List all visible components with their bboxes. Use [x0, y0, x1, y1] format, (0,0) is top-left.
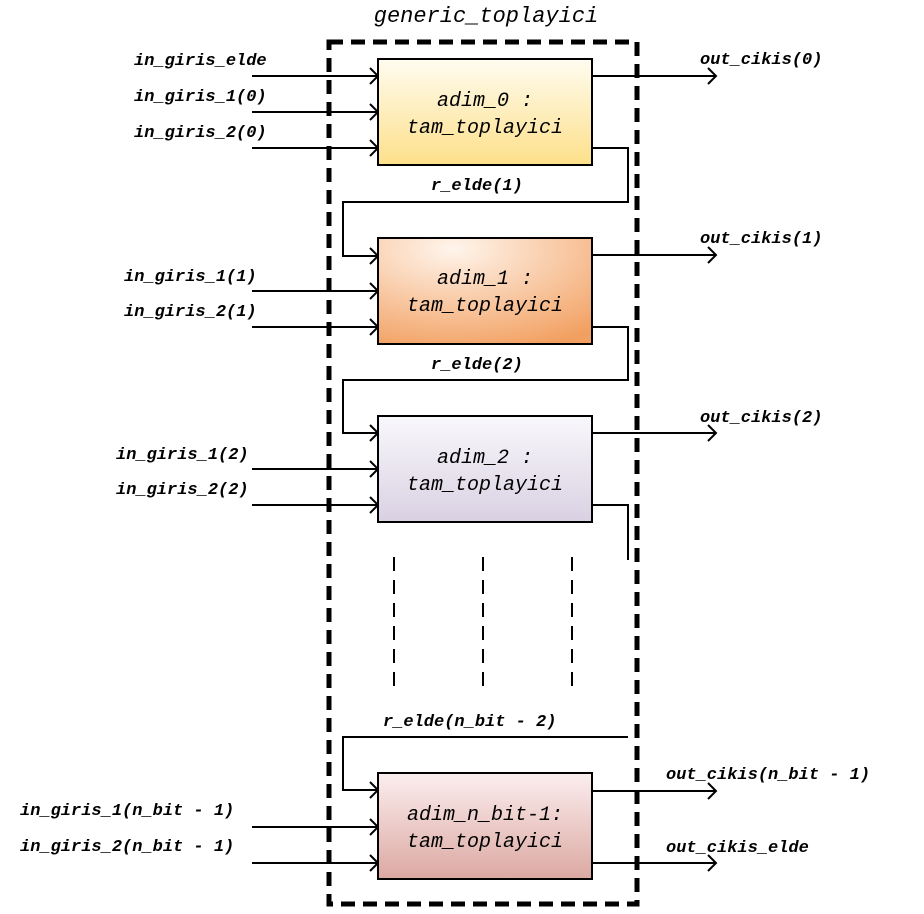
stage-1-instance: adim_1 : [437, 268, 533, 291]
input-label: in_giris_1(n_bit - 1) [20, 802, 234, 821]
output-label: out_cikis_elde [666, 839, 809, 858]
input-label: in_giris_1(1) [124, 268, 257, 287]
output-label: out_cikis(1) [700, 230, 822, 249]
output-label: out_cikis(2) [700, 409, 822, 428]
input-label: in_giris_1(2) [116, 446, 249, 465]
input-label: in_giris_2(1) [124, 303, 257, 322]
arrow-out-icon [707, 67, 718, 85]
stage-0-group: in_giris_elde in_giris_1(0) in_giris_2(0… [134, 51, 822, 166]
carry-wire-2 [342, 326, 629, 434]
arrow-out-icon [707, 246, 718, 264]
input-label: in_giris_2(0) [134, 124, 267, 143]
arrow-out-icon [707, 782, 718, 800]
carry-wire-3-start [592, 504, 629, 560]
stage-1-component: tam_toplayici [407, 295, 563, 318]
output-label: out_cikis(0) [700, 51, 822, 70]
stage-last-block [377, 772, 593, 880]
stage-0-block [377, 58, 593, 166]
input-label: in_giris_2(n_bit - 1) [20, 838, 234, 857]
stage-1-group: in_giris_1(1) in_giris_2(1) adim_1 : tam… [124, 230, 822, 345]
stage-2-block [377, 415, 593, 523]
carry-wire-n [342, 736, 628, 791]
stage-last-component: tam_toplayici [407, 831, 563, 854]
diagram-title: generic_toplayici [374, 4, 598, 29]
carry-wire-1 [342, 147, 629, 257]
input-label: in_giris_2(2) [116, 481, 249, 500]
stage-1-block [377, 237, 593, 345]
input-label: in_giris_1(0) [134, 88, 267, 107]
input-label: in_giris_elde [134, 52, 267, 71]
entity-boundary [326, 39, 640, 907]
stage-2-component: tam_toplayici [407, 474, 563, 497]
stage-2-instance: adim_2 : [437, 447, 533, 470]
carry-label: r_elde(n_bit - 2) [383, 713, 556, 732]
stage-last-instance: adim_n_bit-1: [407, 804, 563, 827]
output-label: out_cikis(n_bit - 1) [666, 766, 870, 785]
arrow-out-icon [707, 424, 718, 442]
stage-last-group: in_giris_1(n_bit - 1) in_giris_2(n_bit -… [20, 766, 870, 880]
carry-label: r_elde(1) [431, 177, 523, 196]
carry-label: r_elde(2) [431, 356, 523, 375]
arrow-out-icon [707, 854, 718, 872]
stage-0-instance: adim_0 : [437, 90, 533, 113]
stage-2-group: in_giris_1(2) in_giris_2(2) adim_2 : tam… [116, 409, 822, 523]
stage-0-component: tam_toplayici [407, 117, 563, 140]
